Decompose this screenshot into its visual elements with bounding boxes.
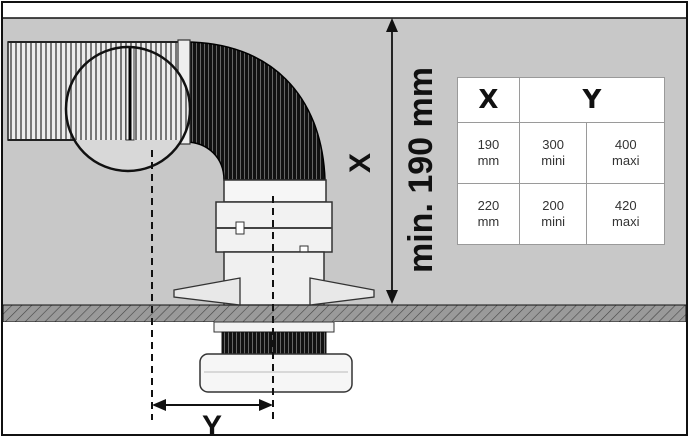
ceiling-slab xyxy=(2,304,687,323)
valve-disc xyxy=(199,353,353,393)
mounting-wing-right xyxy=(309,277,375,306)
elbow-bend xyxy=(184,41,326,181)
detail-magnifier-circle xyxy=(64,45,192,173)
table-header-row: X Y xyxy=(457,77,666,123)
header-x: X xyxy=(457,77,520,123)
spigot-top xyxy=(223,179,327,203)
detail-magnifier-content xyxy=(66,47,190,171)
x-label: X xyxy=(344,153,377,173)
min-height-label: min. 190 mm xyxy=(402,67,440,273)
mounting-wing-left xyxy=(173,277,241,306)
y-label: Y xyxy=(202,410,222,437)
header-y: Y xyxy=(518,77,666,123)
